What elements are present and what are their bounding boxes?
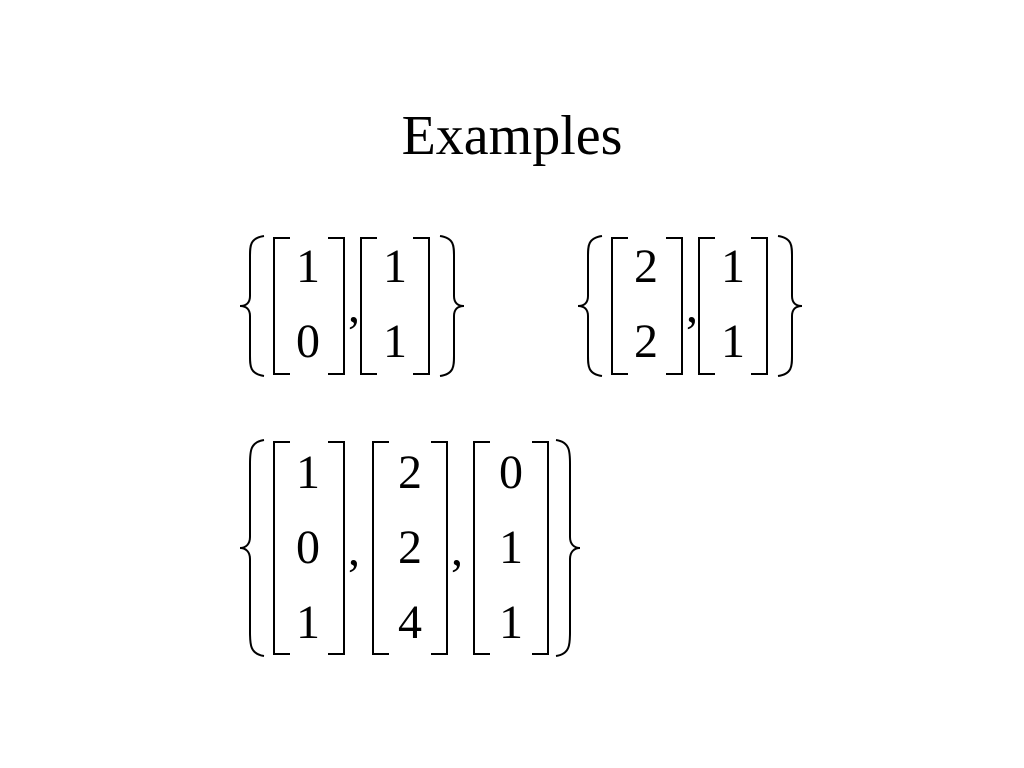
- set-3-vector-3-entry-3: 1: [499, 596, 523, 649]
- set-1-vector-2-left-bracket: [360, 237, 377, 375]
- vector-set-2: 2 2 , 1 1: [577, 235, 803, 377]
- set-2-vector-1-entry-2: 2: [634, 315, 658, 368]
- set-1-vector-1-entry-2: 0: [296, 315, 320, 368]
- set-2-left-brace: [577, 235, 603, 377]
- set-3-right-brace: [555, 439, 581, 657]
- set-2-right-brace: [777, 235, 803, 377]
- set-3-vector-2-entry-2: 2: [398, 521, 422, 574]
- set-3-vector-3-entry-2: 1: [499, 521, 523, 574]
- set-3-vector-1-entry-1: 1: [296, 446, 320, 499]
- set-3-vector-1-entry-3: 1: [296, 596, 320, 649]
- vector-set-3: 1 0 1 , 2 2 4 , 0 1 1: [239, 439, 581, 657]
- set-3-left-brace: [239, 439, 265, 657]
- set-3-vector-2-left-bracket: [372, 441, 389, 655]
- set-3-vector-3-entry-1: 0: [499, 446, 523, 499]
- set-1-right-brace: [439, 235, 465, 377]
- set-1-vector-2-right-bracket: [413, 237, 430, 375]
- set-3-vector-3-left-bracket: [473, 441, 490, 655]
- set-2-vector-2-left-bracket: [698, 237, 715, 375]
- set-2-vector-1-right-bracket: [666, 237, 683, 375]
- set-3-vector-2-right-bracket: [431, 441, 448, 655]
- set-3-vector-2-entry-1: 2: [398, 446, 422, 499]
- set-1-vector-2-entry-2: 1: [383, 315, 407, 368]
- set-3-comma-2: ,: [451, 523, 463, 576]
- vector-set-1: 1 0 , 1 1: [239, 235, 465, 377]
- set-1-comma-1: ,: [348, 280, 360, 333]
- set-2-vector-1-entry-1: 2: [634, 240, 658, 293]
- set-3-comma-1: ,: [348, 523, 360, 576]
- set-3-vector-2-entry-3: 4: [398, 596, 422, 649]
- slide-title: Examples: [401, 105, 623, 167]
- set-2-vector-2-right-bracket: [751, 237, 768, 375]
- set-2-vector-1-left-bracket: [611, 237, 628, 375]
- set-3-vector-3-right-bracket: [532, 441, 549, 655]
- set-2-vector-2-entry-2: 1: [721, 315, 745, 368]
- set-1-left-brace: [239, 235, 265, 377]
- set-1-vector-1-right-bracket: [328, 237, 345, 375]
- set-3-vector-1-left-bracket: [273, 441, 290, 655]
- set-3-vector-1-right-bracket: [328, 441, 345, 655]
- set-1-vector-2-entry-1: 1: [383, 240, 407, 293]
- set-1-vector-1-left-bracket: [273, 237, 290, 375]
- set-2-vector-2-entry-1: 1: [721, 240, 745, 293]
- set-3-vector-1-entry-2: 0: [296, 521, 320, 574]
- set-2-comma-1: ,: [686, 280, 698, 333]
- set-1-vector-1-entry-1: 1: [296, 240, 320, 293]
